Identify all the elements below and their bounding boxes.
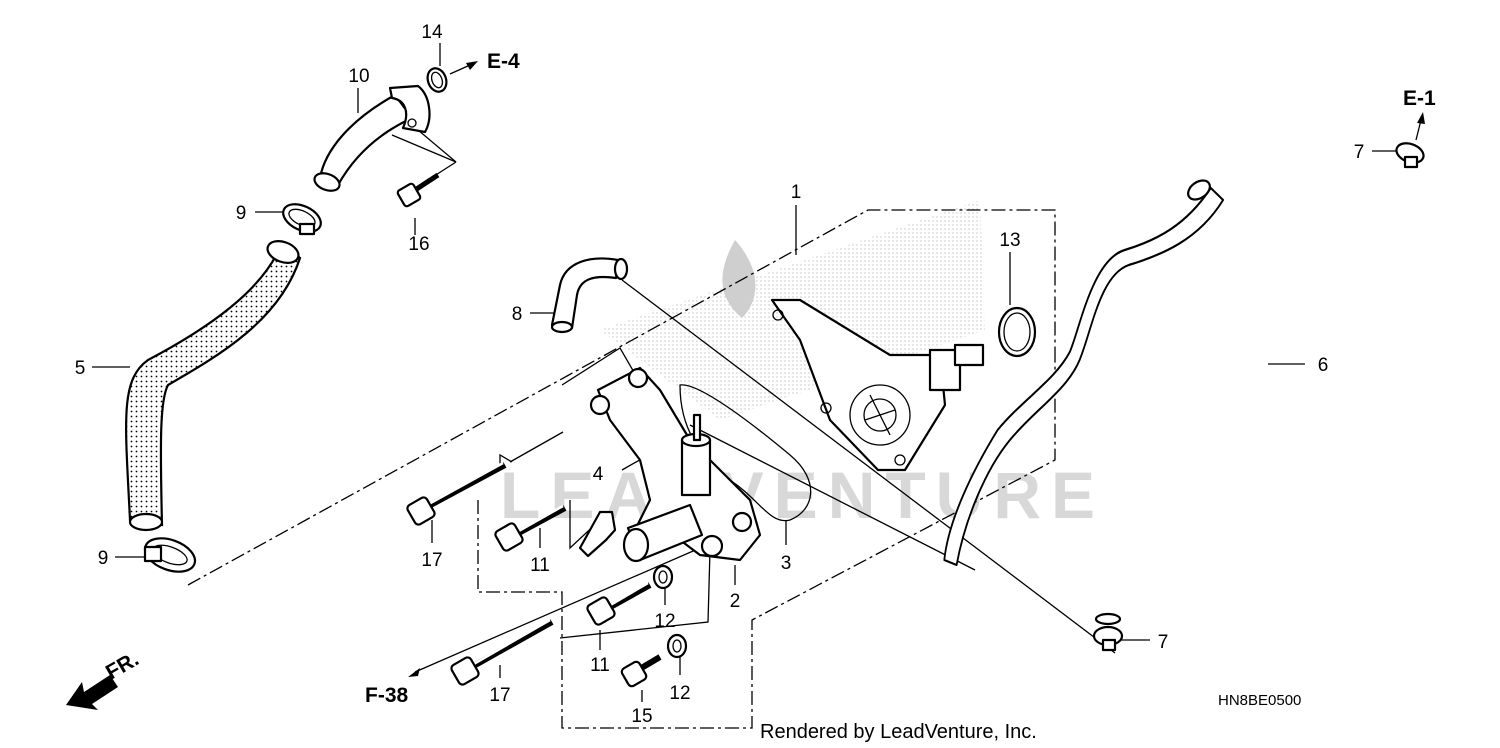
water-hose-6 <box>943 179 1225 626</box>
callout-11-upper: 11 <box>530 555 550 576</box>
callout-13: 13 <box>999 230 1020 251</box>
arrow-to-e4 <box>449 61 478 75</box>
bolt-17-lower <box>450 618 554 686</box>
callout-11-lower: 11 <box>590 655 610 676</box>
bolt-11-lower <box>586 581 652 626</box>
callout-17-upper: 17 <box>421 550 442 571</box>
ref-f38[interactable]: F-38 <box>365 684 409 707</box>
credit-text: Rendered by LeadVenture, Inc. <box>760 721 1037 743</box>
ref-e1[interactable]: E-1 <box>1403 87 1436 110</box>
callout-6: 6 <box>1318 355 1329 376</box>
assembly-frame <box>187 209 1056 586</box>
hose-clamp-9-lower <box>143 537 197 573</box>
hose-clamp-7-upper <box>1395 142 1425 169</box>
pump-cover-2 <box>589 366 762 563</box>
hose-clamp-7-lower <box>1092 625 1124 652</box>
o-ring-14 <box>426 67 448 93</box>
diagram-code: HN8BE0500 <box>1218 692 1301 709</box>
o-ring-13 <box>997 306 1037 358</box>
bolt-15 <box>620 654 662 688</box>
water-pump-body <box>770 298 985 472</box>
bolt-16 <box>396 172 440 208</box>
bracket-4 <box>578 510 617 558</box>
assembly-frame-lower <box>477 358 1056 729</box>
callout-15: 15 <box>631 706 652 727</box>
callout-1: 1 <box>791 182 802 203</box>
callout-9-upper: 9 <box>236 203 247 224</box>
callout-12-lower: 12 <box>669 683 690 704</box>
ref-e4[interactable]: E-4 <box>487 50 520 73</box>
callout-10: 10 <box>348 66 369 87</box>
bypass-hose-8 <box>550 257 629 334</box>
callout-14: 14 <box>421 22 443 43</box>
callout-3: 3 <box>781 553 792 574</box>
callout-2: 2 <box>730 591 741 612</box>
water-hose-5 <box>125 240 302 532</box>
callout-7-upper: 7 <box>1354 142 1365 163</box>
callouts: 1 2 3 4 5 6 7 7 8 9 9 10 11 11 12 12 13 … <box>75 22 1365 727</box>
callout-7-lower: 7 <box>1158 632 1169 653</box>
callout-12-upper: 12 <box>654 611 675 632</box>
bolt-17-upper <box>406 461 507 526</box>
hose-clamp-9-upper <box>282 203 322 236</box>
callout-4: 4 <box>593 464 604 485</box>
arrow-to-f38 <box>408 668 420 677</box>
bolt-11-upper <box>494 504 567 552</box>
arrow-to-e1 <box>1415 112 1425 141</box>
callout-16: 16 <box>408 234 429 255</box>
callout-5: 5 <box>75 358 86 379</box>
front-direction-arrow-icon <box>66 675 118 710</box>
washer-12-lower <box>666 633 688 659</box>
water-pipe-10 <box>313 84 431 192</box>
washer-12-upper <box>652 564 674 590</box>
callout-8: 8 <box>512 304 523 325</box>
callout-17-lower: 17 <box>489 685 510 706</box>
callout-9-lower: 9 <box>98 548 109 569</box>
leader-lines <box>92 43 1398 702</box>
